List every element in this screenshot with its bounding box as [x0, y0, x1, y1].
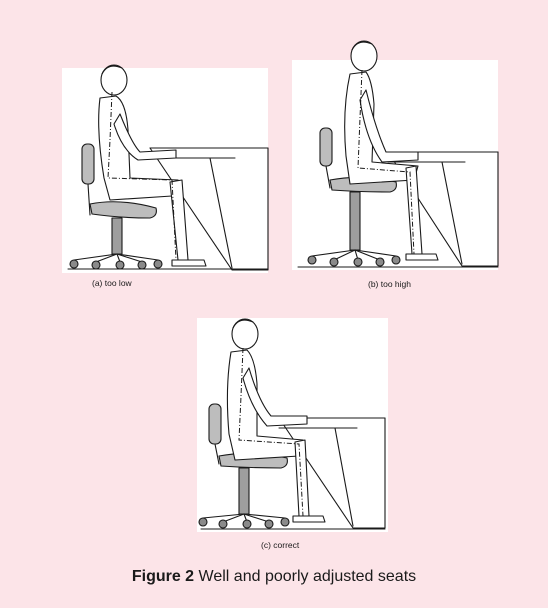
panel-b-illustration [290, 40, 500, 272]
figure-caption: Figure 2 Well and poorly adjusted seats [0, 568, 548, 586]
caption-too-high: (b) too high [368, 279, 411, 289]
figure-title: Well and poorly adjusted seats [199, 568, 417, 585]
figure-number: Figure 2 [132, 568, 194, 585]
caption-too-low: (a) too low [92, 278, 132, 288]
caption-correct: (c) correct [261, 540, 299, 550]
panel-a-illustration [60, 60, 270, 275]
panel-c-illustration [195, 312, 390, 534]
